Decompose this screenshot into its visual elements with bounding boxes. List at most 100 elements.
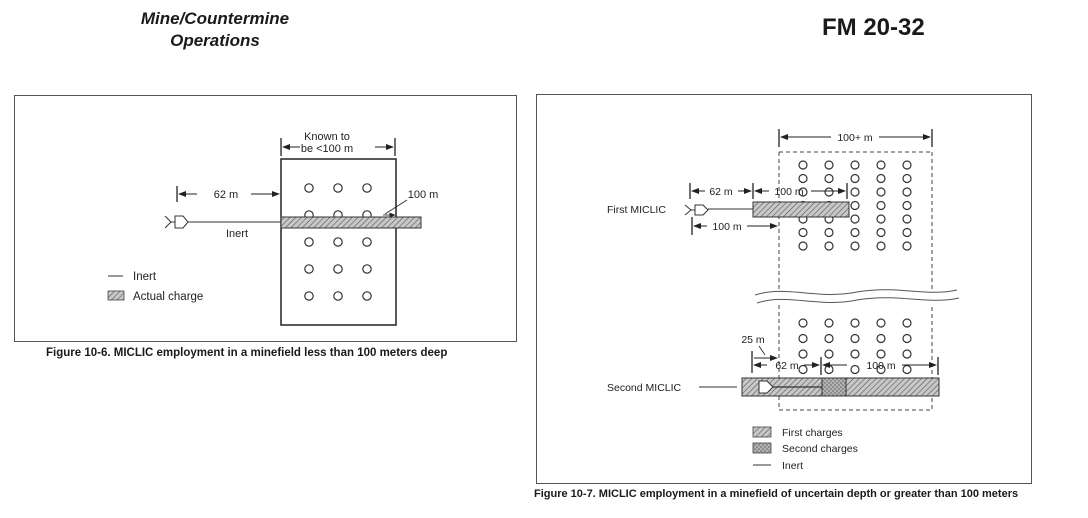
charge-length-label: 100 m: [408, 189, 439, 201]
first-charge-far: [845, 377, 940, 397]
mine-icon: [824, 160, 834, 170]
overlap-label: 25 m: [741, 334, 765, 346]
mine-icon: [902, 364, 912, 375]
second-charge-section: [821, 377, 847, 397]
standoff-label: 62 m: [214, 189, 238, 201]
mine-icon: [798, 349, 808, 359]
mine-grid: [304, 183, 372, 301]
mine-icon: [798, 333, 808, 344]
mine-icon: [850, 160, 860, 170]
known-label-bottom: be <100 m: [301, 143, 353, 155]
mine-icon: [876, 241, 886, 251]
mine-icon: [798, 160, 808, 170]
legend-first-charges-swatch: [752, 426, 772, 438]
mine-icon: [798, 364, 808, 375]
second-charge-label: 100 m: [866, 360, 895, 372]
mine-icon: [902, 318, 912, 328]
mine-icon: [798, 227, 808, 238]
mine-icon: [850, 214, 860, 224]
legend-inert-label: Inert: [782, 460, 803, 472]
second-miclic-launcher-icon: [758, 380, 774, 394]
second-standoff-label: 62 m: [775, 360, 799, 372]
mine-icon: [362, 237, 372, 247]
mine-icon: [333, 291, 343, 301]
mine-icon: [304, 237, 314, 247]
mine-icon: [304, 264, 314, 274]
mine-icon: [824, 241, 834, 251]
mine-icon: [333, 237, 343, 247]
mine-icon: [798, 241, 808, 251]
mine-icon: [362, 291, 372, 301]
break-line-top: [754, 289, 958, 296]
mine-icon: [824, 333, 834, 344]
miclic-launcher-icon: [164, 215, 189, 229]
mine-icon: [902, 187, 912, 197]
mine-icon: [798, 173, 808, 184]
mine-icon: [876, 333, 886, 344]
figure-10-6-diagram: Known to be <100 m 62 m 100 m Inert Iner…: [107, 131, 439, 326]
mine-icon: [876, 214, 886, 224]
mine-icon: [850, 349, 860, 359]
mine-icon: [824, 227, 834, 238]
legend-second-charges-swatch: [752, 442, 772, 454]
mine-icon: [876, 173, 886, 184]
mine-icon: [798, 318, 808, 328]
legend-charge-swatch: [107, 290, 125, 301]
document-section-title: Mine/Countermine Operations: [100, 8, 330, 52]
section-title-line1: Mine/Countermine: [140, 9, 290, 28]
mine-icon: [824, 318, 834, 328]
mine-icon: [304, 183, 314, 193]
mine-icon: [876, 160, 886, 170]
mine-icon: [850, 318, 860, 328]
figure-10-6-caption: Figure 10-6. MICLIC employment in a mine…: [46, 347, 448, 359]
first-standoff-label: 62 m: [709, 186, 733, 198]
figure-10-7-diagram: 100+ m First MICLIC 62 m 100 m 100 m: [607, 129, 960, 472]
legend-second-charges-label: Second charges: [782, 443, 858, 455]
mine-icon: [850, 241, 860, 251]
mine-icon: [850, 364, 860, 375]
figure-10-7: 100+ m First MICLIC 62 m 100 m 100 m: [536, 94, 1032, 484]
line-charge: [280, 216, 422, 229]
legend-first-charges-label: First charges: [782, 427, 843, 439]
figure-10-6: Known to be <100 m 62 m 100 m Inert Iner…: [14, 95, 517, 342]
second-miclic-label: Second MICLIC: [607, 382, 682, 394]
overlap-leader: [758, 345, 766, 356]
first-charge-label: 100 m: [774, 186, 803, 198]
figure-10-7-caption: Figure 10-7. MICLIC employment in a mine…: [534, 488, 1019, 500]
minefield-boundary: [280, 158, 397, 326]
mine-icon: [304, 291, 314, 301]
first-miclic-label: First MICLIC: [607, 204, 666, 216]
mine-icon: [824, 364, 834, 375]
first-line-charge: [752, 201, 850, 218]
mine-icon: [850, 173, 860, 184]
mine-icon: [902, 214, 912, 224]
mine-icon: [362, 183, 372, 193]
mine-icon: [850, 200, 860, 211]
section-title-line2: Operations: [170, 31, 260, 50]
mine-icon: [824, 349, 834, 359]
mine-icon: [902, 173, 912, 184]
manual-id: FM 20-32: [822, 14, 925, 41]
minefield-boundary-upper: [778, 151, 933, 290]
mine-icon: [824, 187, 834, 197]
mine-icon: [876, 364, 886, 375]
mine-icon: [902, 160, 912, 170]
legend-inert-label: Inert: [133, 271, 157, 283]
mine-icon: [824, 173, 834, 184]
first-miclic-launcher-icon: [684, 204, 709, 216]
mine-icon: [333, 264, 343, 274]
mine-icon: [798, 187, 808, 197]
mine-icon: [876, 227, 886, 238]
mine-icon: [902, 333, 912, 344]
mine-icon: [902, 349, 912, 359]
break-line-bottom: [756, 297, 960, 304]
mine-icon: [876, 349, 886, 359]
mine-icon: [850, 187, 860, 197]
mine-icon: [850, 227, 860, 238]
inert-label: Inert: [226, 228, 248, 240]
mine-icon: [876, 187, 886, 197]
minefield-boundary-lower: [778, 305, 933, 411]
mine-icon: [362, 264, 372, 274]
legend-charge-label: Actual charge: [133, 291, 203, 303]
mine-icon: [876, 318, 886, 328]
